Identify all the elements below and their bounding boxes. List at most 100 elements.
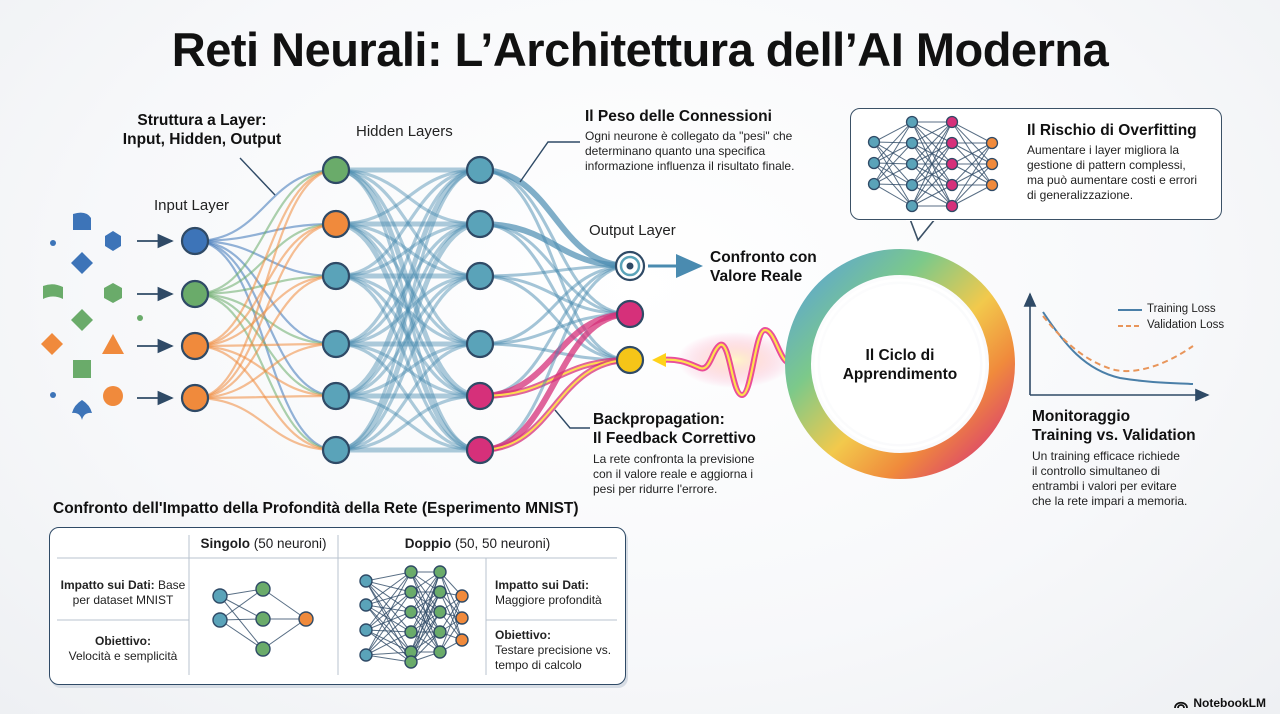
single-goal-text: Velocità e semplicità [68,649,178,663]
target-center [626,262,634,270]
hidden-hidden-connection [335,342,481,398]
star-icon [72,400,92,420]
hidden-hidden-connection [335,394,481,452]
weights-leader-line [519,141,580,183]
structure-heading-line: Input, Hidden, Output [122,131,282,148]
hidden-neuron [465,381,495,411]
double-goal-text: Testare precisione vs. [495,643,612,657]
shape-icon [73,212,91,230]
hidden-hidden-connection [335,168,481,346]
input-hidden-connection [194,168,337,243]
compare-label-line: Valore Reale [710,268,803,285]
hidden-hidden-connection [335,342,481,452]
input-layer-label: Input Layer [154,197,230,214]
hidden-output-connection [479,274,631,362]
input-neuron [180,279,210,309]
monitoring-heading: Monitoraggio Training vs. Validation [1032,407,1232,445]
backprop-heading-line: Backpropagation: [593,411,725,428]
target-ring [619,255,641,277]
overfitting-heading: Il Rischio di Overfitting [1027,122,1197,139]
double-goal-bold: Obiettivo: [495,628,551,642]
hidden-output-connection [479,221,631,269]
notebooklm-logo-icon [1174,701,1189,708]
input-hidden-connection [194,342,337,348]
circle-icon [103,386,123,406]
training-loss-legend: Training Loss [1147,303,1216,315]
validation-loss-legend: Validation Loss [1147,319,1225,331]
feedback-wave [652,326,793,399]
single-goal-bold: Obiettivo: [95,634,151,648]
network-connections [194,167,631,453]
input-hidden-connection [194,222,337,400]
hidden-output-connection [479,222,631,316]
monitoring-callout: Monitoraggio Training vs. Validation Un … [1032,407,1232,509]
output-neuron [615,345,645,375]
table-heading: Confronto dell'Impatto della Profondità … [53,500,579,517]
page-title: Reti Neurali: L’Architettura dell’AI Mod… [171,23,1109,76]
monitoring-heading-line: Monitoraggio [1032,408,1131,425]
input-hidden-connection [194,168,337,400]
hidden-hidden-connection [335,342,481,452]
output-layer-label: Output Layer [589,222,676,239]
structure-heading: Struttura a Layer: Input, Hidden, Output [122,111,282,149]
hidden-hidden-connection [335,274,481,452]
hidden-hidden-connection [335,222,481,398]
input-hidden-connection [194,292,337,346]
weights-body-line: informazione influenza il risultato fina… [585,159,795,173]
monitoring-body-line: Un training efficace richiede [1032,449,1180,463]
weights-body-line: determinano quanto una specifica [585,144,766,158]
hidden-neuron [321,329,351,359]
cycle-label-line: Apprendimento [842,366,958,383]
col-double-header: Doppio (50, 50 neuroni) [338,536,617,551]
hidden-hidden-connection [335,167,481,399]
hidden-output-connection [479,264,631,346]
hidden-hidden-connection [335,168,481,346]
network-neurons [180,155,646,465]
compare-label-line: Confronto con [710,249,817,266]
hidden-hidden-connection [335,222,481,346]
backprop-callout: Backpropagation: Il Feedback Correttivo … [593,410,793,497]
hidden-output-connection [479,222,631,362]
diamond-icon [41,333,63,355]
input-neuron [180,331,210,361]
hidden-hidden-connection [335,274,481,346]
hidden-hidden-connection [335,168,481,278]
hidden-hidden-connection [335,342,481,398]
hidden-neuron [465,329,495,359]
overfitting-body: Aumentare i layer migliora la gestione d… [1027,143,1217,203]
hidden-hidden-connection [335,168,481,452]
cycle-label: Il Ciclo di Apprendimento [820,346,980,384]
input-hidden-connection [194,168,337,296]
loss-chart [1023,292,1210,402]
col-single-header: Singolo (50 neuroni) [189,536,338,551]
learning-cycle-ring [785,249,1015,479]
col-single-rest: (50 neuroni) [249,536,327,551]
hexagon-icon [104,283,122,303]
backprop-body-line: La rete confronta la previsione [593,452,755,466]
hidden-output-connection [479,274,631,316]
notebooklm-brand: NotebookLM [1174,696,1266,710]
hidden-hidden-connection [335,274,481,398]
hidden-output-connection [479,167,631,269]
hidden-neuron [321,209,351,239]
double-impact-bold: Impatto sui Dati: [495,578,590,592]
hidden-hidden-connection [335,222,481,278]
overfitting-body-line: di generalizzazione. [1027,188,1134,202]
input-hidden-connection [194,274,337,400]
input-dot [137,315,143,321]
brand-label: NotebookLM [1193,696,1266,710]
hidden-hidden-connection [335,221,481,453]
hidden-hidden-connection [335,167,481,399]
backprop-body-line: con il valore reale e aggiorna i [593,467,754,481]
double-impact-cell: Impatto sui Dati: Maggiore profondità [495,578,621,608]
col-double-bold: Doppio [404,536,452,551]
weights-body: Ogni neurone è collegato da "pesi" che d… [585,129,825,174]
double-impact-text: Maggiore profondità [495,593,602,607]
hidden-hidden-connection [335,168,481,278]
hidden-neuron [321,381,351,411]
double-goal-text: tempo di calcolo [495,658,582,672]
backprop-highlight [479,359,631,451]
hidden-neuron [465,261,495,291]
overfitting-callout: Il Rischio di Overfitting Aumentare i la… [1027,121,1217,203]
diamond-icon [71,252,93,274]
